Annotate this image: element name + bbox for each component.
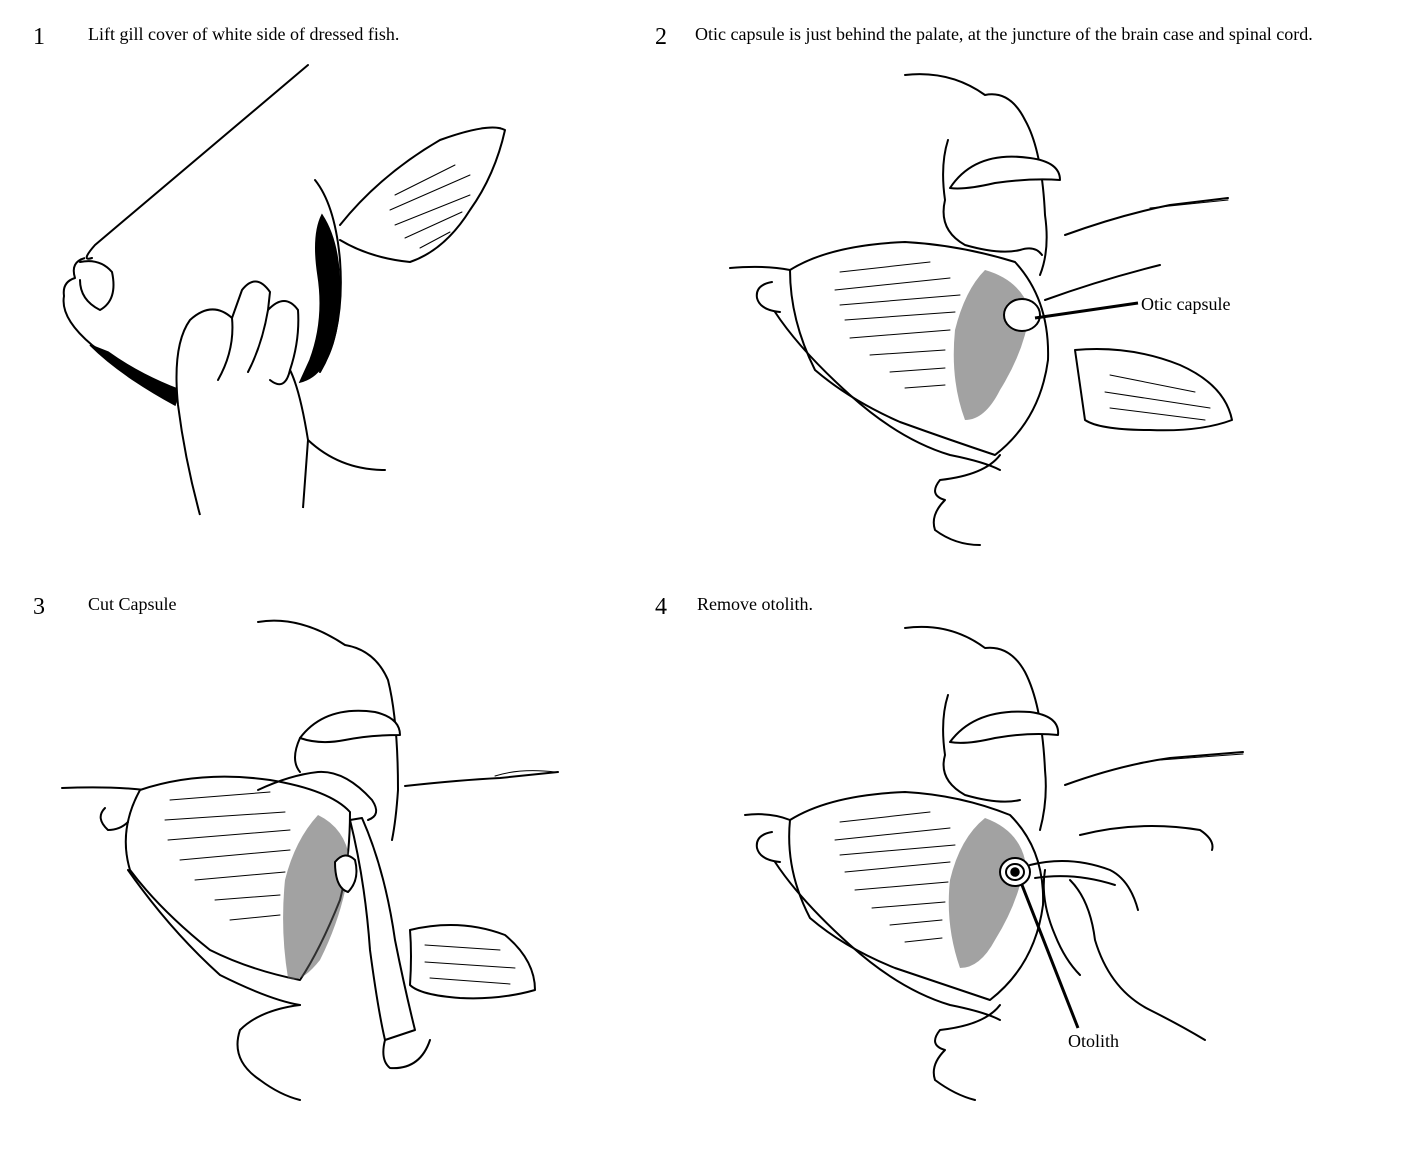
otolith-label: Otolith [1068, 1031, 1120, 1051]
step-3-number: 3 [33, 594, 45, 620]
step-3-caption: Cut Capsule [88, 594, 177, 614]
step-4-caption: Remove otolith. [697, 594, 813, 614]
step-1-caption: Lift gill cover of white side of dressed… [88, 24, 400, 44]
step-2-number: 2 [655, 24, 667, 50]
step-2-caption: Otic capsule is just behind the palate, … [695, 24, 1313, 44]
step-4-number: 4 [655, 594, 667, 620]
otic-capsule-label: Otic capsule [1141, 294, 1231, 314]
step-1-number: 1 [33, 24, 45, 50]
